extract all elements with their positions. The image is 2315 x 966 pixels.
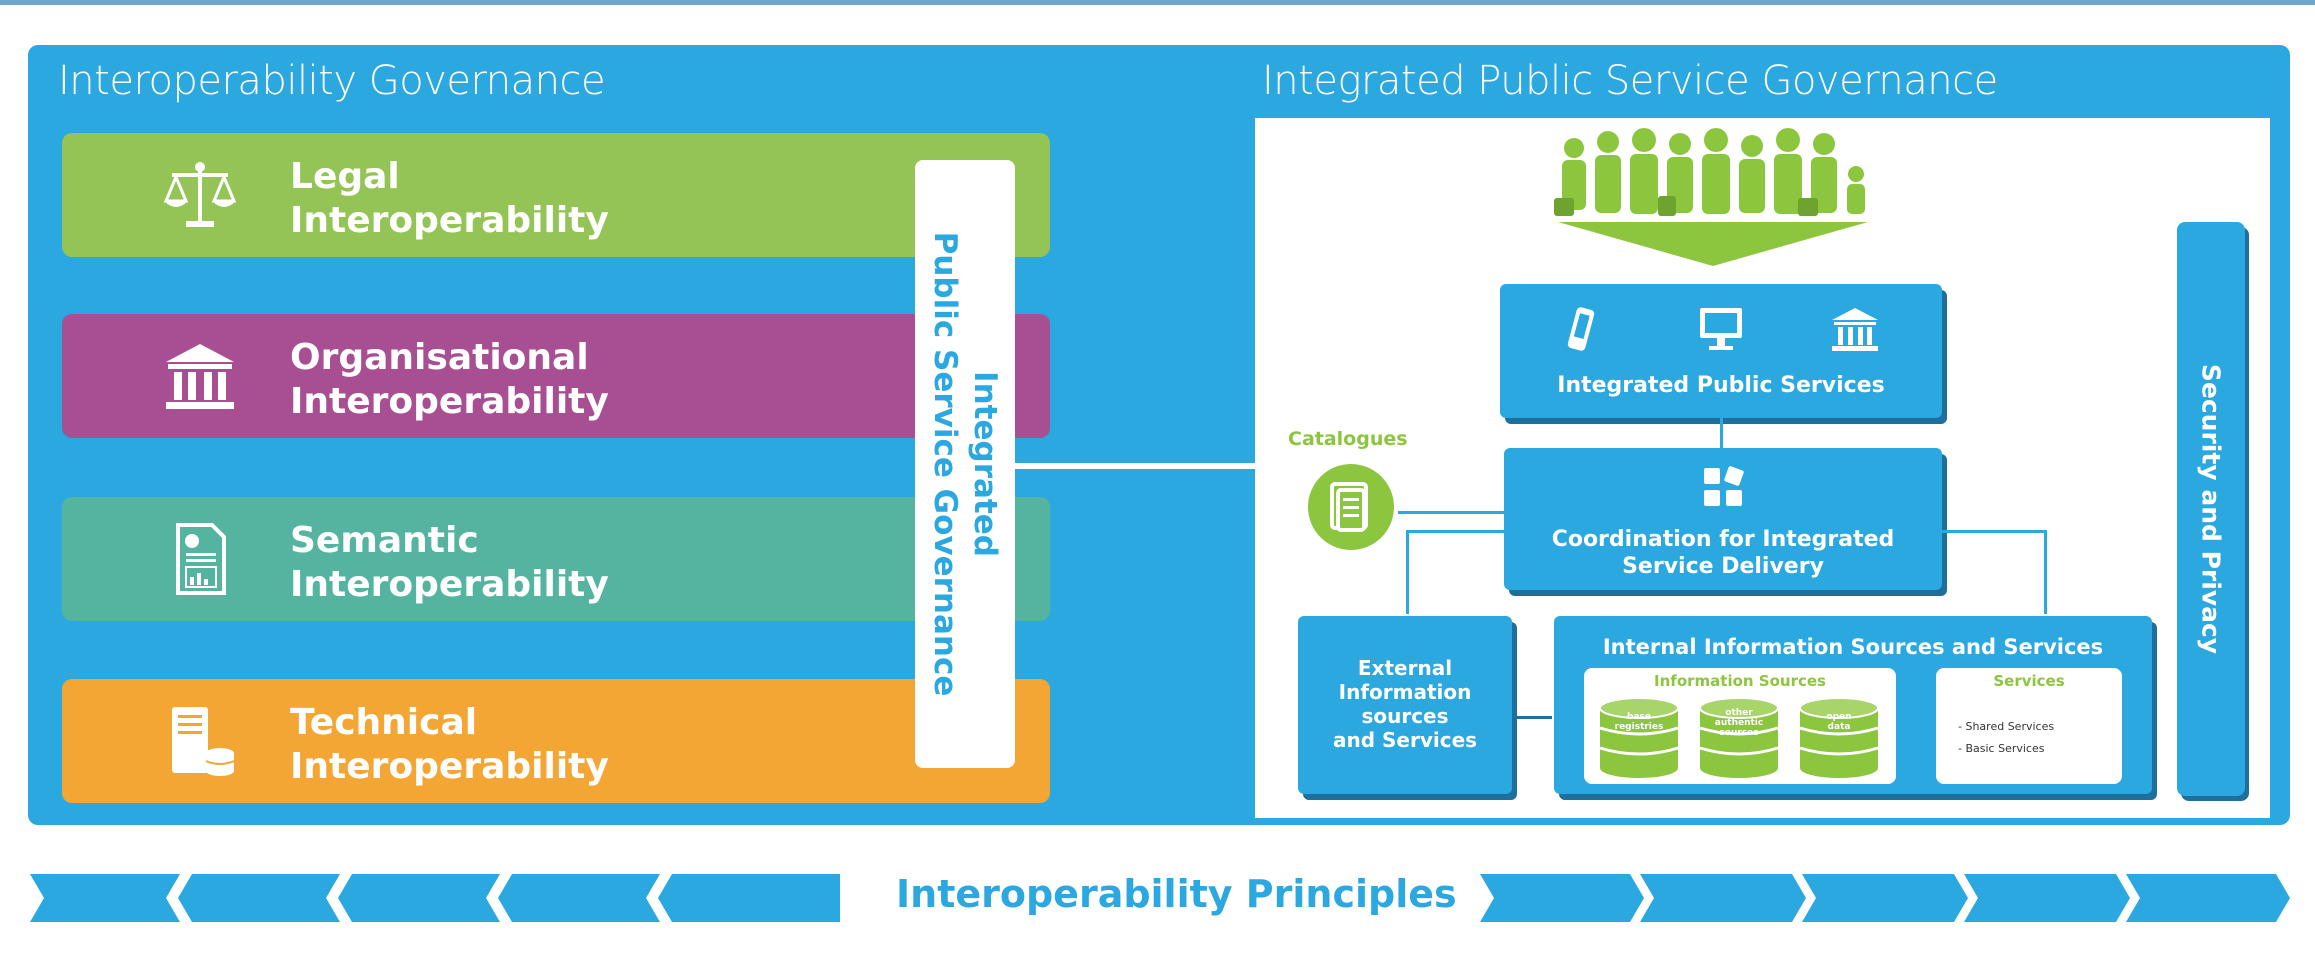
right-chevron (1640, 874, 1806, 922)
puzzle-pieces-icon (1704, 466, 1744, 506)
internal-information-sources-box: Internal Information Sources and Service… (1554, 616, 2152, 794)
external-information-sources-label: External Information sources and Service… (1332, 656, 1478, 752)
services-title: Services (1993, 672, 2065, 690)
left-chevron (178, 874, 340, 922)
right-chevron (1480, 874, 1644, 922)
database-label-other-authentic-sources: other authentic sources (1714, 708, 1764, 738)
coordination-external-link-h (1406, 530, 1506, 533)
right-chevron (2126, 874, 2290, 922)
interoperability-principles-label: Interoperability Principles (896, 872, 1457, 916)
top-border-line (0, 0, 2315, 5)
interoperability-governance-title: Interoperability Governance (58, 58, 606, 104)
database-icon (1799, 697, 1879, 778)
catalogues-coordination-link (1398, 511, 1504, 514)
database-label-open-data: open data (1826, 712, 1852, 732)
document-chart-icon (176, 523, 226, 595)
mobile-phone-icon (1567, 307, 1595, 351)
coordination-internal-link-h (1942, 530, 2047, 533)
databases-group (1599, 697, 1879, 778)
integrated-public-services-box: Integrated Public Services (1500, 284, 1942, 418)
external-internal-link (1516, 716, 1552, 719)
right-chevron (1964, 874, 2130, 922)
government-building-icon (166, 344, 234, 409)
monitor-icon (1700, 308, 1742, 350)
integrated-public-services-label: Integrated Public Services (1557, 373, 1885, 398)
external-information-sources-box: External Information sources and Service… (1298, 616, 1512, 794)
left-chevron (30, 874, 180, 922)
left-chevron (658, 874, 840, 922)
services-coordination-link (1720, 418, 1723, 448)
left-chevron (338, 874, 500, 922)
principles-chevron-band (30, 874, 2290, 922)
database-label-base-registries: base registries (1614, 712, 1664, 732)
information-sources-title: Information Sources (1654, 672, 1826, 690)
database-icon (1699, 697, 1779, 778)
services-list: - Shared Services - Basic Services (1958, 716, 2054, 760)
server-database-icon (172, 707, 235, 776)
coordination-external-link-v (1406, 530, 1409, 614)
security-and-privacy-bar: Security and Privacy (2177, 222, 2245, 796)
governance-connector-line (1015, 463, 1255, 469)
right-chevron (1802, 874, 1968, 922)
security-and-privacy-label: Security and Privacy (2196, 363, 2226, 655)
catalogue-icon (1308, 464, 1394, 550)
coordination-internal-link-v (2044, 530, 2047, 614)
services-list-item: - Shared Services (1958, 720, 2055, 733)
citizens-group-icon (1554, 128, 1868, 266)
database-icon (1599, 697, 1679, 778)
left-chevron (498, 874, 660, 922)
integrated-public-service-governance-title: Integrated Public Service Governance (1262, 58, 1998, 104)
catalogues-label: Catalogues (1288, 428, 1408, 450)
government-building-icon (1832, 308, 1878, 351)
services-panel: Services - Shared Services - Basic Servi… (1936, 668, 2122, 784)
services-list-item: - Basic Services (1958, 742, 2045, 755)
information-sources-panel: Information Sources (1584, 668, 1896, 784)
internal-information-sources-title: Internal Information Sources and Service… (1602, 635, 2104, 659)
scales-icon (163, 162, 237, 227)
